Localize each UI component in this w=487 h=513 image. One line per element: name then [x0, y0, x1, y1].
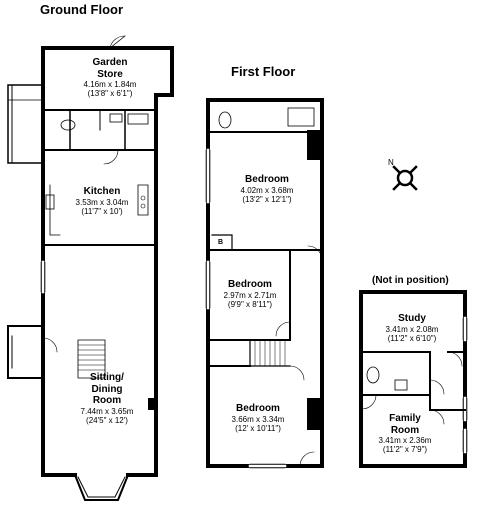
room-dimensions-metric: 3.41m x 2.08m	[385, 324, 439, 334]
ground-floor-plan	[7, 35, 174, 501]
room-dimensions-metric: 4.02m x 3.68m	[240, 185, 294, 195]
room-label-kitchen: Kitchen 3.53m x 3.04m (11'7" x 10')	[62, 186, 142, 216]
first-floor-plan	[205, 98, 324, 469]
room-name: Room	[92, 395, 122, 406]
room-dimensions-metric: 7.44m x 3.65m	[80, 406, 134, 416]
room-dimensions-imperial: (11'2" x 6'10")	[387, 333, 437, 343]
room-name: Bedroom	[245, 174, 289, 185]
room-name: Bedroom	[236, 403, 280, 414]
room-dimensions-imperial: (11'7" x 10')	[81, 206, 123, 216]
outbuilding-plan	[359, 290, 468, 468]
room-dimensions-imperial: (9'9" x 8'11")	[227, 299, 273, 309]
room-label-garden-store: Garden Store 4.16m x 1.84m (13'8" x 6'1"…	[70, 57, 150, 98]
not-in-position-note: (Not in position)	[372, 275, 449, 286]
room-dimensions-imperial: (11'2" x 7'9")	[382, 445, 428, 455]
room-label-sitting-dining: Sitting/ Dining Room 7.44m x 3.65m (24'5…	[62, 372, 152, 425]
boiler-cupboard-label: B	[218, 239, 224, 246]
room-dimensions-metric: 3.66m x 3.34m	[231, 414, 285, 424]
room-label-study: Study 3.41m x 2.08m (11'2" x 6'10")	[372, 313, 452, 343]
room-label-bedroom-3: Bedroom 3.66m x 3.34m (12' x 10'11")	[218, 403, 298, 433]
room-name: Dining	[91, 383, 123, 395]
room-label-family-room: Family Room 3.41m x 2.36m (11'2" x 7'9")	[365, 413, 445, 454]
ground-floor-title: Ground Floor	[40, 2, 124, 17]
compass-icon	[392, 165, 418, 191]
room-dimensions-metric: 3.41m x 2.36m	[378, 436, 432, 445]
room-dimensions-metric: 3.53m x 3.04m	[75, 197, 129, 207]
room-name: Garden	[92, 57, 128, 68]
room-dimensions-imperial: (13'2" x 12'1")	[242, 194, 292, 204]
room-label-bedroom-1: Bedroom 4.02m x 3.68m (13'2" x 12'1")	[222, 174, 312, 204]
room-name: Kitchen	[83, 186, 121, 197]
room-dimensions-imperial: (12' x 10'11")	[235, 423, 281, 433]
room-dimensions-metric: 2.97m x 2.71m	[223, 290, 277, 300]
room-dimensions-metric: 4.16m x 1.84m	[83, 80, 137, 89]
room-name: Room	[390, 424, 420, 436]
room-dimensions-imperial: (24'5" x 12')	[86, 415, 128, 425]
room-name: Sitting/	[90, 372, 124, 383]
room-name: Store	[97, 68, 123, 80]
room-name: Study	[398, 313, 426, 324]
room-name: Bedroom	[228, 279, 272, 290]
room-name: Family	[389, 413, 421, 424]
room-label-bedroom-2: Bedroom 2.97m x 2.71m (9'9" x 8'11")	[212, 279, 288, 309]
room-dimensions-imperial: (13'8" x 6'1")	[87, 89, 133, 99]
compass-north-label: N	[388, 158, 394, 167]
first-floor-title: First Floor	[231, 64, 296, 79]
